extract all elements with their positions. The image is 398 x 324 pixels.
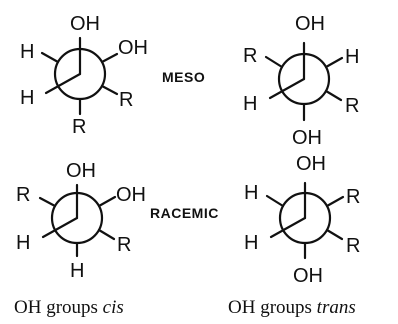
atom-label: R <box>117 234 131 256</box>
atom-label: H <box>20 41 34 63</box>
caption-cis-italic: cis <box>103 297 124 318</box>
caption-cis: OH groups cis <box>14 297 124 318</box>
front-bond-lower-left <box>268 77 306 100</box>
back-bond-lower-right <box>325 228 344 241</box>
atom-label: OH <box>296 153 326 175</box>
newman-projection-racemic-cis: OH R H OH R H <box>16 160 146 282</box>
back-bond-upper-left <box>265 194 285 208</box>
row-label-meso: MESO <box>162 69 205 85</box>
back-bond-upper-left <box>264 55 284 69</box>
atom-label: R <box>72 116 86 138</box>
atom-label: OH <box>118 37 148 59</box>
newman-projection-meso-trans: OH R H H R OH <box>243 13 359 149</box>
atom-label: H <box>243 93 257 115</box>
caption-trans-italic: trans <box>317 297 356 318</box>
back-bond-upper-right <box>325 195 345 208</box>
front-bond-lower-left <box>44 72 82 95</box>
atom-label: OH <box>295 13 325 35</box>
atom-label: H <box>16 232 30 254</box>
caption-trans: OH groups trans <box>228 297 356 318</box>
atom-label: OH <box>70 13 100 35</box>
atom-label: R <box>243 45 257 67</box>
back-bond-lower-right <box>100 84 119 96</box>
atom-label: R <box>16 184 30 206</box>
atom-label: H <box>70 260 84 282</box>
atom-label: H <box>244 182 258 204</box>
back-bond-upper-right <box>100 52 119 64</box>
back-bond-upper-right <box>324 56 344 69</box>
atom-label: H <box>20 87 34 109</box>
caption-cis-prefix: OH groups <box>14 297 103 318</box>
newman-projection-racemic-trans: OH H H R R OH <box>244 153 360 287</box>
back-bond-upper-right <box>97 195 117 208</box>
back-bond-lower-right <box>97 228 116 241</box>
atom-label: OH <box>292 127 322 149</box>
atom-label: OH <box>293 265 323 287</box>
atom-label: OH <box>66 160 96 182</box>
back-bond-upper-left <box>38 196 57 208</box>
atom-label: R <box>345 95 359 117</box>
atom-label: OH <box>116 184 146 206</box>
atom-label: R <box>346 186 360 208</box>
atom-label: H <box>244 232 258 254</box>
front-bond-lower-left <box>41 216 79 239</box>
atom-label: R <box>119 89 133 111</box>
atom-label: H <box>345 46 359 68</box>
front-bond-lower-left <box>269 216 307 239</box>
back-bond-upper-left <box>40 51 60 64</box>
atom-label: R <box>346 235 360 257</box>
newman-projection-meso-cis: OH H H OH R R <box>20 13 148 138</box>
back-bond-lower-right <box>324 89 343 102</box>
caption-trans-prefix: OH groups <box>228 297 317 318</box>
row-label-racemic: RACEMIC <box>150 205 219 221</box>
